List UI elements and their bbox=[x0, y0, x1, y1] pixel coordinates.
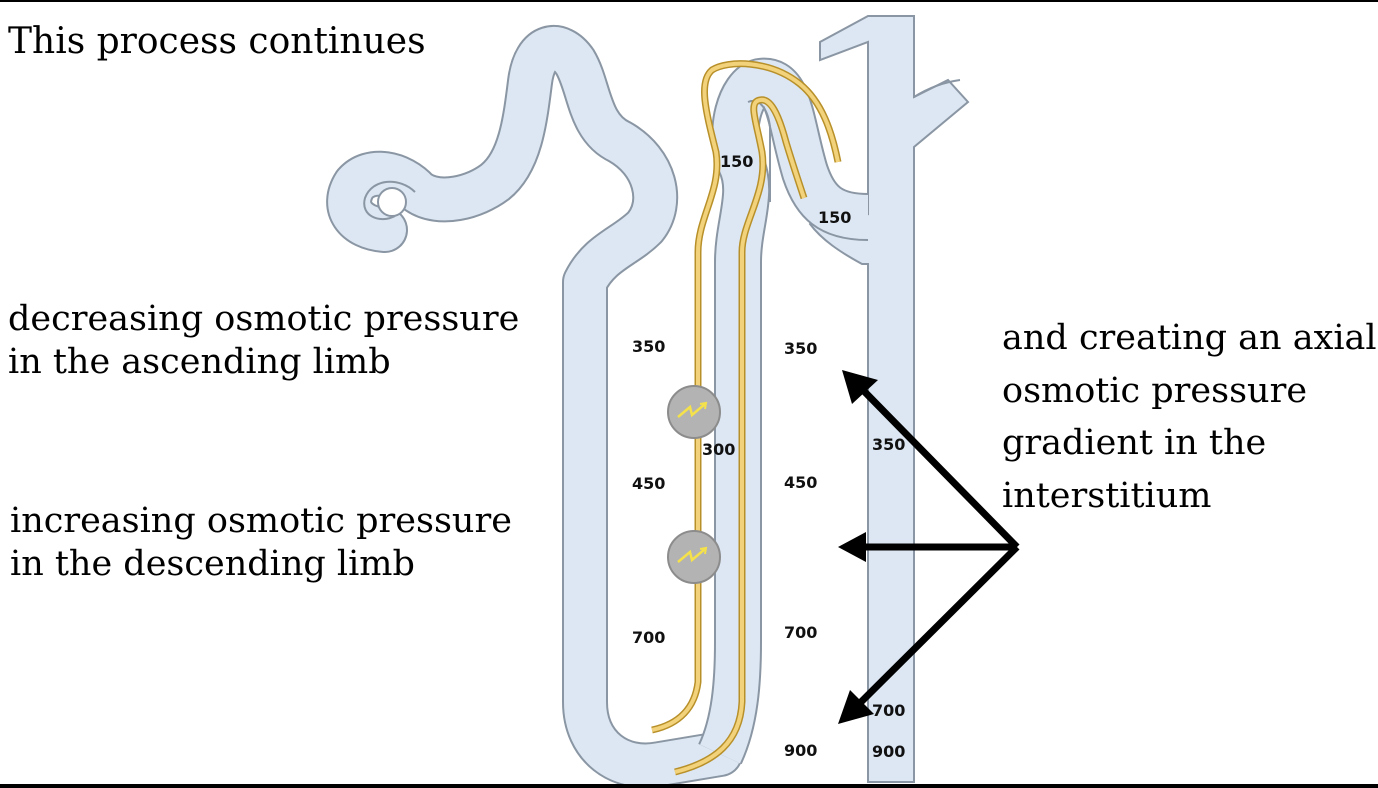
arrow-icon bbox=[838, 532, 866, 562]
label-descending-700: 700 bbox=[632, 628, 665, 647]
label-descending-450: 450 bbox=[632, 474, 665, 493]
label-interstitium-900: 900 bbox=[784, 741, 817, 760]
ascending-limb-wall bbox=[651, 60, 842, 776]
arrow-icon bbox=[855, 382, 1020, 550]
label-distal: 150 bbox=[818, 208, 851, 227]
ascending-limb-caption: decreasing osmotic pressure in the ascen… bbox=[8, 299, 520, 382]
gradient-arrows bbox=[838, 370, 1020, 724]
label-descending-350: 350 bbox=[632, 337, 665, 356]
label-pump-level: 300 bbox=[702, 440, 735, 459]
arrow-icon bbox=[852, 544, 1020, 711]
axial-gradient-caption: and creating an axial osmotic pressure g… bbox=[1002, 318, 1377, 516]
ion-pump-icon bbox=[667, 530, 721, 584]
arrow-icon bbox=[842, 370, 878, 404]
label-collecting-duct-900: 900 bbox=[872, 742, 905, 761]
label-interstitium-450: 450 bbox=[784, 473, 817, 492]
label-collecting-duct-350: 350 bbox=[872, 435, 905, 454]
ion-pump-icon bbox=[667, 385, 721, 439]
label-ascending-top: 150 bbox=[720, 152, 753, 171]
descending-limb-caption: increasing osmotic pressure in the desce… bbox=[10, 501, 512, 584]
nephron-tubule bbox=[326, 25, 869, 784]
slide-title: This process continues bbox=[8, 21, 426, 62]
label-interstitium-350: 350 bbox=[784, 339, 817, 358]
collecting-duct bbox=[808, 15, 970, 783]
label-collecting-duct-700: 700 bbox=[872, 701, 905, 720]
arrow-icon bbox=[838, 690, 874, 724]
label-interstitium-700: 700 bbox=[784, 623, 817, 642]
